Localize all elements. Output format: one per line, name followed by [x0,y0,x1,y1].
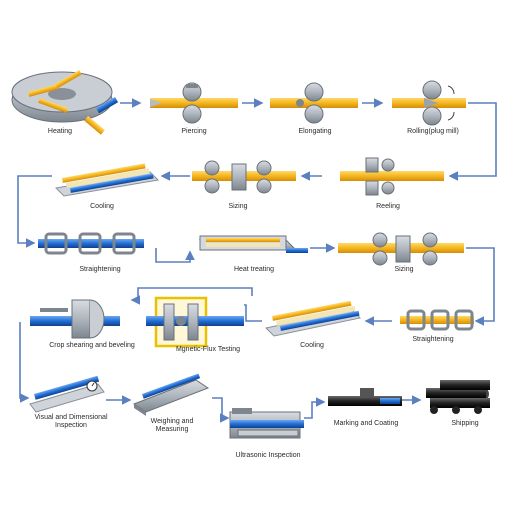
reeling-mill [340,157,444,196]
label-visual: Visual and Dimensional Inspection [34,414,108,429]
arrow-rolling-reeling [448,102,497,181]
label-cooling-2: Cooling [300,342,324,349]
label-sizing-2: Sizing [394,266,414,273]
magnetic-flux-tester [146,296,244,348]
label-piercing: Piercing [181,128,207,135]
piercing-mill [150,82,238,124]
sizing-mill-1 [192,160,296,194]
crop-shearing-machine [30,299,120,339]
label-heating: Heating [47,128,73,135]
sizing-mill-2 [338,232,464,266]
straightening-machine-1 [38,232,144,255]
label-heat-treating: Heat treating [233,266,275,273]
cooling-bed-2 [264,300,362,337]
label-rolling: Rolling(plug mill) [407,128,459,135]
arrow-cooling-straightening [17,175,52,248]
label-marking: Marking and Coating [333,420,399,427]
ultrasonic-tester [229,408,304,439]
label-sizing-1: Sizing [228,203,248,210]
label-cooling-1: Cooling [90,203,114,210]
shipping-stack [426,380,490,414]
arrow-mpi-crop [130,287,253,305]
weighing-station [132,373,210,416]
visual-inspection-station [29,375,105,413]
arrow-ultrasonic-marking [304,397,326,419]
straightening-machine-2 [400,309,474,331]
arrow-weighing-ultrasonic [212,397,230,423]
cooling-bed-1 [54,163,160,197]
heating-furnace [11,70,119,135]
label-weighing: Weighing and Measuring [150,418,194,433]
label-shipping: Shipping [451,420,479,427]
arrow-sizing-straightening [466,247,495,326]
label-elongating: Elongating [298,128,332,135]
plug-mill [392,80,466,126]
label-straightening-2: Straightening [412,336,454,343]
label-reeling: Reeling [376,203,400,210]
arrow-cooling-mpi [244,304,262,322]
arrow-straightening-heattreat [155,248,195,263]
elongating-mill [270,82,358,124]
label-ultrasonic: Ultrasonic Inspection [235,452,301,459]
label-straightening-1: Straightening [79,266,121,273]
label-mpi: Mgnetic-Flux Testing [175,346,241,353]
label-crop: Crop shearing and beveling [49,342,135,349]
arrow-crop-visual [19,322,30,403]
marking-coating-station [328,388,402,406]
heat-treating-furnace [198,235,308,253]
flow-arrows [17,98,497,423]
